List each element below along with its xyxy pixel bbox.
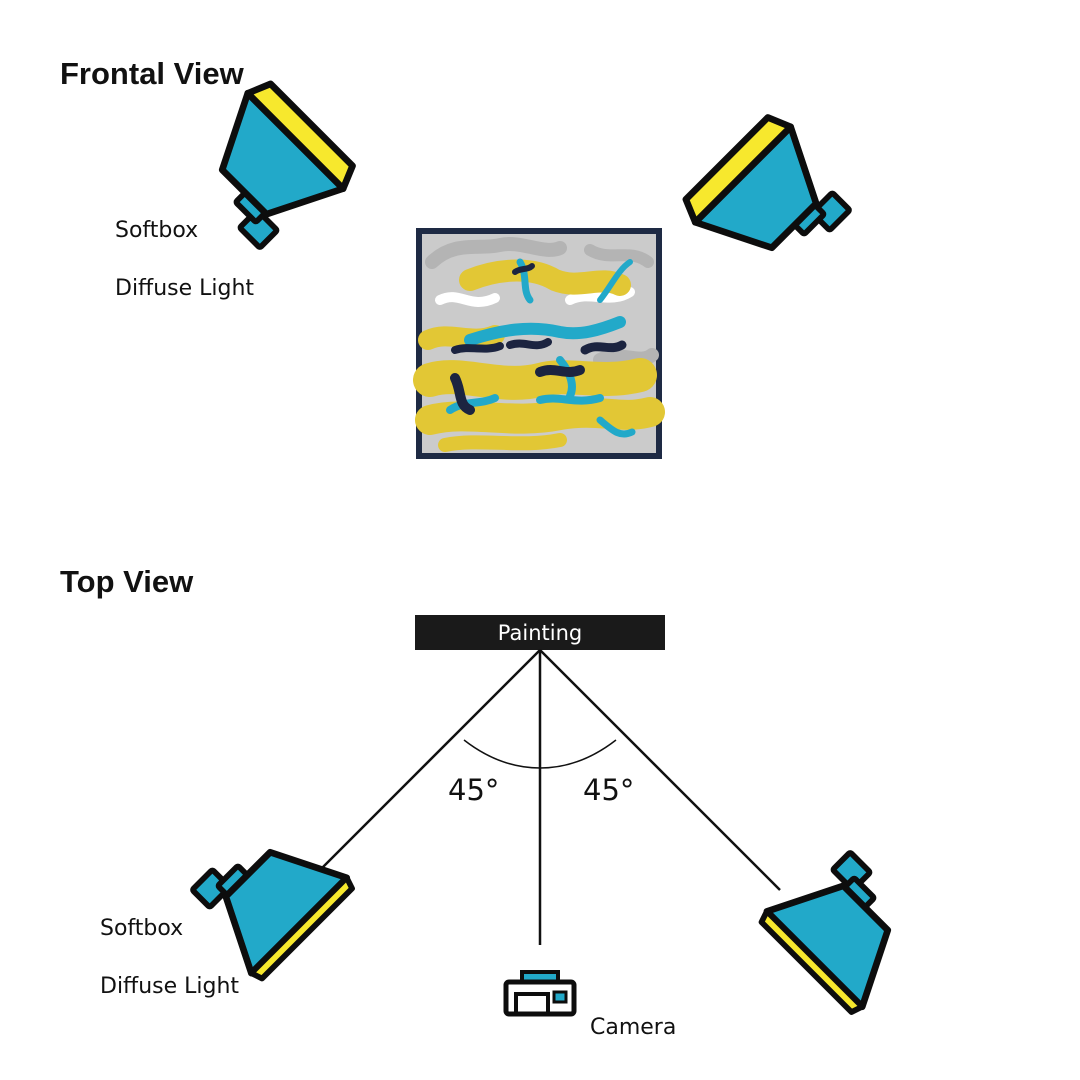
painting-bar-label: Painting (498, 621, 582, 645)
frontal-left-light-type-label: Diffuse Light (115, 276, 254, 301)
top-left-softbox-icon (180, 807, 355, 982)
frontal-left-softbox-icon (177, 77, 360, 260)
left-angle-arc (463, 739, 541, 769)
camera-label: Camera (590, 1015, 676, 1040)
painting-artwork (413, 228, 665, 459)
right-angle-label: 45° (583, 773, 634, 807)
sight-lines (299, 649, 781, 945)
top-left-softbox-label: Softbox (100, 916, 183, 941)
top-right-softbox-icon (759, 840, 934, 1015)
frontal-view-title: Frontal View (60, 56, 245, 91)
right-light-line (539, 649, 781, 891)
frontal-left-softbox-label: Softbox (115, 218, 198, 243)
top-view-title: Top View (60, 564, 194, 599)
left-light-line (299, 649, 541, 891)
camera-icon (503, 970, 577, 1017)
left-angle-label: 45° (448, 773, 499, 807)
top-left-light-type-label: Diffuse Light (100, 974, 239, 999)
right-angle-arc (539, 739, 617, 769)
painting-bar (415, 615, 665, 650)
frontal-right-softbox-icon (679, 111, 862, 294)
